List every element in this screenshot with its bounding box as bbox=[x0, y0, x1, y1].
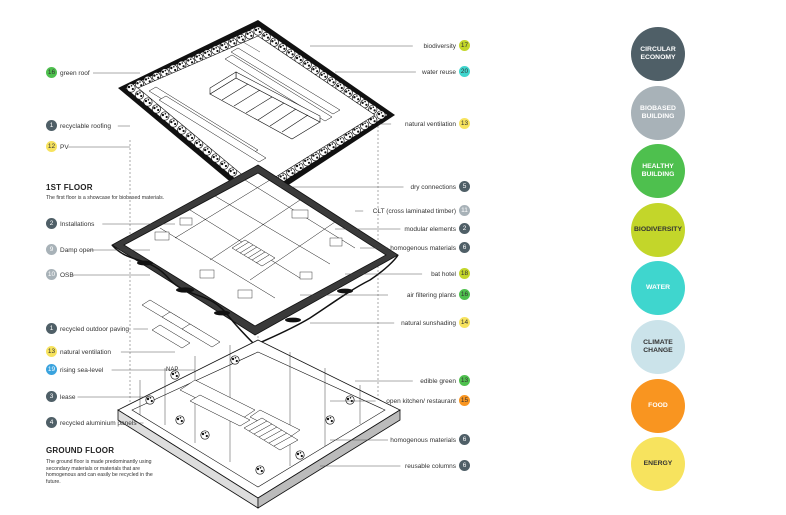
label-text: natural ventilation bbox=[405, 121, 456, 128]
category-label: ENERGY bbox=[643, 460, 673, 468]
number-badge: 20 bbox=[459, 66, 470, 77]
label-text: Damp open bbox=[60, 247, 94, 254]
category-circle: WATER bbox=[631, 261, 685, 316]
number-badge: 13 bbox=[459, 375, 470, 386]
tree-icon bbox=[227, 37, 238, 48]
label-text: recyclable roofing bbox=[60, 123, 111, 130]
pv-panels bbox=[148, 47, 341, 163]
tree-icon bbox=[200, 430, 210, 440]
number-badge: 13 bbox=[46, 346, 57, 357]
category-circle: ENERGY bbox=[631, 437, 685, 492]
stair-icon bbox=[231, 239, 276, 267]
category-circle: BIOBASED BUILDING bbox=[631, 85, 685, 140]
tree-icon bbox=[253, 26, 263, 36]
number-badge: 9 bbox=[46, 244, 57, 255]
label-text: Installations bbox=[60, 221, 95, 228]
number-badge: 17 bbox=[459, 40, 470, 51]
number-badge: 10 bbox=[46, 269, 57, 280]
category-circle: FOOD bbox=[631, 378, 685, 433]
category-circle: CLIMATE CHANGE bbox=[631, 320, 685, 374]
tree-icon bbox=[230, 355, 240, 365]
label-text: natural ventilation bbox=[60, 349, 111, 356]
ground-floor-description: The ground floor is made predominantly u… bbox=[46, 459, 153, 485]
roof-glass-icon bbox=[209, 71, 321, 140]
number-badge: 3 bbox=[46, 391, 57, 402]
number-badge: 12 bbox=[46, 141, 57, 152]
label-text: modular elements bbox=[404, 226, 456, 233]
label-text: lease bbox=[60, 394, 76, 401]
category-label: FOOD bbox=[648, 401, 668, 409]
nap-label: NAP bbox=[166, 367, 179, 373]
number-badge: 14 bbox=[459, 317, 470, 328]
number-badge: 6 bbox=[459, 460, 470, 471]
number-badge: 5 bbox=[459, 181, 470, 192]
number-badge: 18 bbox=[459, 268, 470, 279]
tree-icon bbox=[295, 450, 305, 460]
number-badge: 4 bbox=[46, 417, 57, 428]
label-text: dry connections bbox=[410, 184, 456, 191]
number-badge: 19 bbox=[46, 364, 57, 375]
ground-floor-title: GROUND FLOOR bbox=[46, 446, 115, 455]
outdoor-seating bbox=[141, 299, 221, 349]
label-text: OSB bbox=[60, 272, 74, 279]
category-circle: CIRCULAR ECONOMY bbox=[631, 27, 685, 81]
label-text: recycled outdoor paving bbox=[60, 326, 130, 333]
category-label: HEALTHY BUILDING bbox=[641, 163, 675, 179]
tree-icon bbox=[175, 415, 185, 425]
category-label: WATER bbox=[645, 284, 671, 292]
number-badge: 6 bbox=[459, 242, 470, 253]
label-text: PV bbox=[60, 144, 69, 151]
label-text: reusable columns bbox=[405, 463, 456, 470]
category-label: BIOBASED BUILDING bbox=[640, 104, 676, 120]
label-text: air filtering plants bbox=[406, 292, 456, 299]
number-badge: 16 bbox=[46, 67, 57, 78]
label-text: homogenous materials bbox=[390, 245, 456, 252]
number-badge: 1 bbox=[46, 323, 57, 334]
tree-icon bbox=[236, 33, 246, 44]
tree-icon bbox=[376, 110, 386, 120]
number-badge: 16 bbox=[459, 289, 470, 300]
number-badge: 6 bbox=[459, 434, 470, 445]
first-floor-description: The first floor is a showcase for biobas… bbox=[46, 195, 165, 201]
label-text: biodiversity bbox=[423, 43, 456, 50]
category-label: BIODIVERSITY bbox=[634, 225, 682, 233]
label-text: homogenous materials bbox=[390, 437, 456, 444]
number-badge: 2 bbox=[46, 218, 57, 229]
leader-lines bbox=[68, 45, 423, 467]
number-badge: 13 bbox=[459, 118, 470, 129]
label-text: edible green bbox=[420, 378, 456, 385]
tree-icon bbox=[244, 30, 255, 40]
number-badge: 1 bbox=[46, 120, 57, 131]
first-floor-title: 1ST FLOOR bbox=[46, 183, 93, 192]
first-floor-layer bbox=[111, 164, 399, 346]
ground-floor-layer bbox=[117, 299, 401, 509]
label-text: bat hotel bbox=[431, 271, 456, 278]
category-circle: BIODIVERSITY bbox=[631, 202, 685, 257]
tree-icon bbox=[255, 465, 265, 475]
label-text: natural sunshading bbox=[401, 320, 456, 327]
tree-icon bbox=[345, 395, 355, 405]
label-text: water reuse bbox=[422, 69, 456, 76]
category-label: CIRCULAR ECONOMY bbox=[640, 46, 676, 61]
number-badge: 2 bbox=[459, 223, 470, 234]
tree-icon bbox=[126, 83, 136, 93]
category-label: CLIMATE CHANGE bbox=[643, 339, 673, 354]
stair-icon bbox=[243, 417, 299, 451]
label-text: CLT (cross laminated timber) bbox=[372, 208, 456, 215]
number-badge: 11 bbox=[459, 205, 470, 216]
label-text: open kitchen/ restaurant bbox=[386, 398, 456, 405]
roof-layer bbox=[118, 20, 395, 205]
label-text: rising sea-level bbox=[60, 367, 104, 374]
tree-icon bbox=[325, 415, 335, 425]
label-text: green roof bbox=[60, 70, 90, 77]
number-badge: 15 bbox=[459, 395, 470, 406]
label-text: recycled aluminium panels bbox=[60, 420, 137, 427]
category-circle: HEALTHY BUILDING bbox=[631, 144, 685, 199]
